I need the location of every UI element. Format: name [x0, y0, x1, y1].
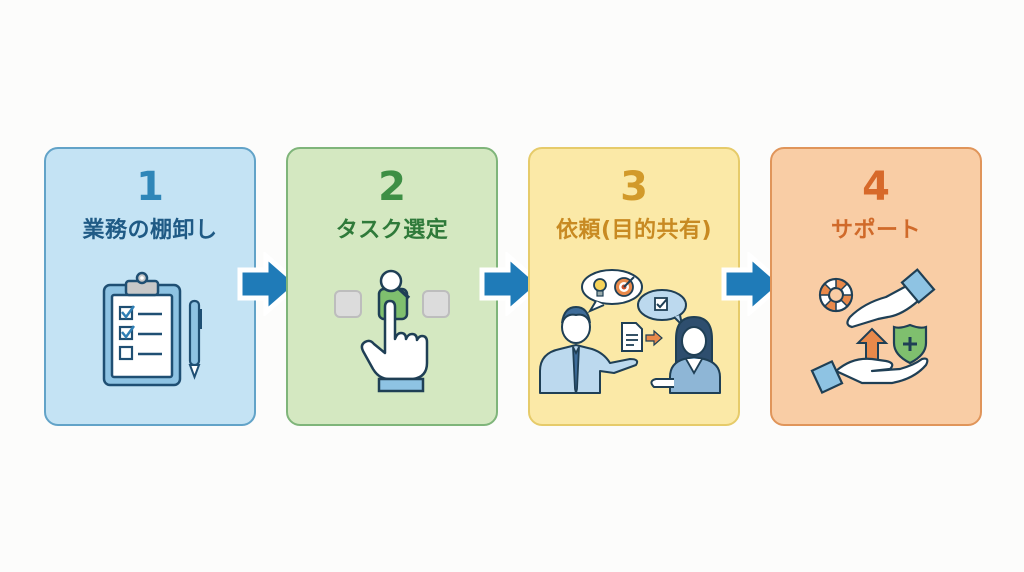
step-title: サポート [830, 218, 921, 243]
step-number: 3 [620, 164, 648, 210]
support-hands-icon [772, 267, 980, 407]
step-number: 2 [378, 164, 406, 210]
clipboard-checklist-icon [46, 267, 254, 407]
arrow-right-icon [720, 250, 786, 318]
step-card-2: 2 タスク選定 [286, 147, 498, 426]
arrow-right-icon [478, 250, 544, 318]
step-number: 1 [136, 164, 164, 210]
step-card-4: 4 サポート [770, 147, 982, 426]
arrow-right-icon [236, 250, 302, 318]
step-title: 業務の棚卸し [82, 218, 218, 243]
step-title: タスク選定 [335, 218, 449, 243]
delegate-share-goal-icon [530, 267, 738, 407]
step-card-3: 3 依頼(目的共有) [528, 147, 740, 426]
step-card-1: 1 業務の棚卸し [44, 147, 256, 426]
hand-select-task-icon [288, 267, 496, 407]
step-title: 依頼(目的共有) [555, 218, 713, 243]
step-number: 4 [862, 164, 890, 210]
